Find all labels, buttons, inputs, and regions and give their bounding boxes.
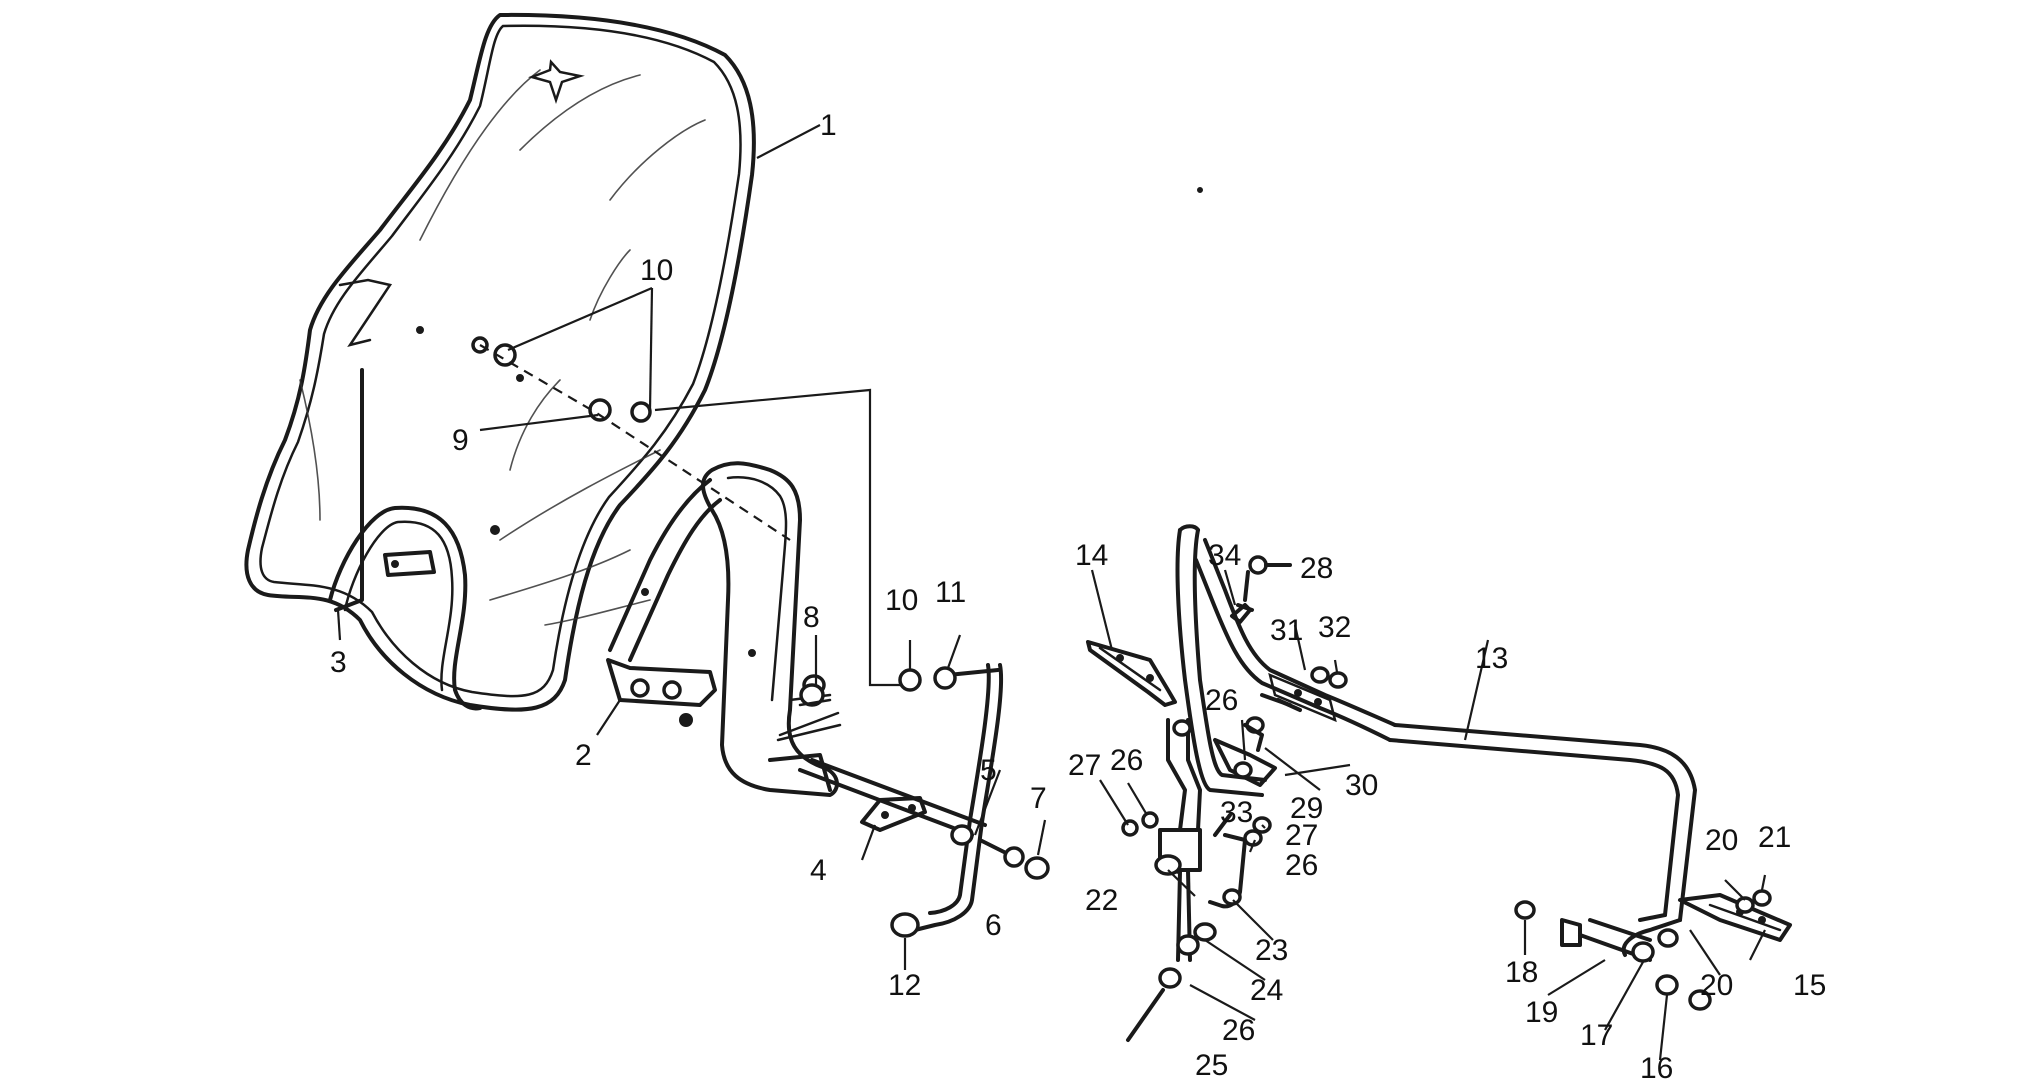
callout-14: 14: [1075, 539, 1108, 572]
callout-23: 23: [1255, 934, 1288, 967]
callout-8: 8: [803, 601, 820, 634]
clip-part-8: [798, 683, 832, 707]
callout-15: 15: [1793, 969, 1826, 1002]
callout-29: 29: [1290, 792, 1323, 825]
bolt-28-34: [1230, 555, 1292, 624]
callout-26-left: 26: [1110, 744, 1143, 777]
callout-12: 12: [888, 969, 921, 1002]
callout-labels: 1 2 3 4 5 6 7 8 9 10 10 11 12 13 14 15 1…: [330, 109, 1826, 1079]
callout-11: 11: [935, 576, 966, 609]
leader-lines: [336, 124, 1767, 1061]
callout-13: 13: [1475, 642, 1508, 675]
callout-27-left: 27: [1068, 749, 1101, 782]
callout-3: 3: [330, 646, 347, 679]
callout-31: 31: [1270, 614, 1303, 647]
callout-26-top: 26: [1205, 684, 1238, 717]
callout-26-mid: 26: [1285, 849, 1318, 882]
callout-20-upper: 20: [1705, 824, 1738, 857]
callout-16: 16: [1640, 1052, 1673, 1079]
hinge-bracket: [1193, 716, 1272, 942]
callout-20-lower: 20: [1700, 969, 1733, 1002]
callout-2: 2: [575, 739, 592, 772]
assembly-lines: [479, 344, 900, 687]
callout-1: 1: [820, 109, 837, 142]
callout-17: 17: [1580, 1019, 1613, 1052]
callout-7: 7: [1030, 782, 1047, 815]
bracket-part-14: [1086, 640, 1177, 707]
callout-30: 30: [1345, 769, 1378, 802]
callout-6: 6: [985, 909, 1002, 942]
callout-27-right: 27: [1285, 819, 1318, 852]
callout-5: 5: [980, 754, 997, 787]
callout-26-bottom: 26: [1222, 1014, 1255, 1047]
callout-34: 34: [1208, 539, 1241, 572]
bracket-part-3: [328, 368, 482, 711]
end-bracket-assembly: [1514, 889, 1792, 1011]
callout-21: 21: [1758, 821, 1791, 854]
callout-32: 32: [1318, 611, 1351, 644]
callout-10-upper: 10: [640, 254, 673, 287]
callout-22: 22: [1085, 884, 1118, 917]
clamp-rod-assembly: [788, 663, 1050, 938]
callout-24: 24: [1250, 974, 1283, 1007]
fastener-30-31-32: [1260, 666, 1348, 712]
callout-18: 18: [1505, 956, 1538, 989]
callout-9: 9: [452, 424, 469, 457]
callout-4: 4: [810, 854, 827, 887]
callout-25: 25: [1195, 1049, 1228, 1079]
windscreen: [244, 12, 756, 712]
callout-28: 28: [1300, 552, 1333, 585]
main-frame-part-13: [1175, 524, 1697, 957]
stray-dot: [1197, 187, 1203, 193]
callout-19: 19: [1525, 996, 1558, 1029]
callout-10-lower: 10: [885, 584, 918, 617]
callout-33: 33: [1220, 796, 1253, 829]
